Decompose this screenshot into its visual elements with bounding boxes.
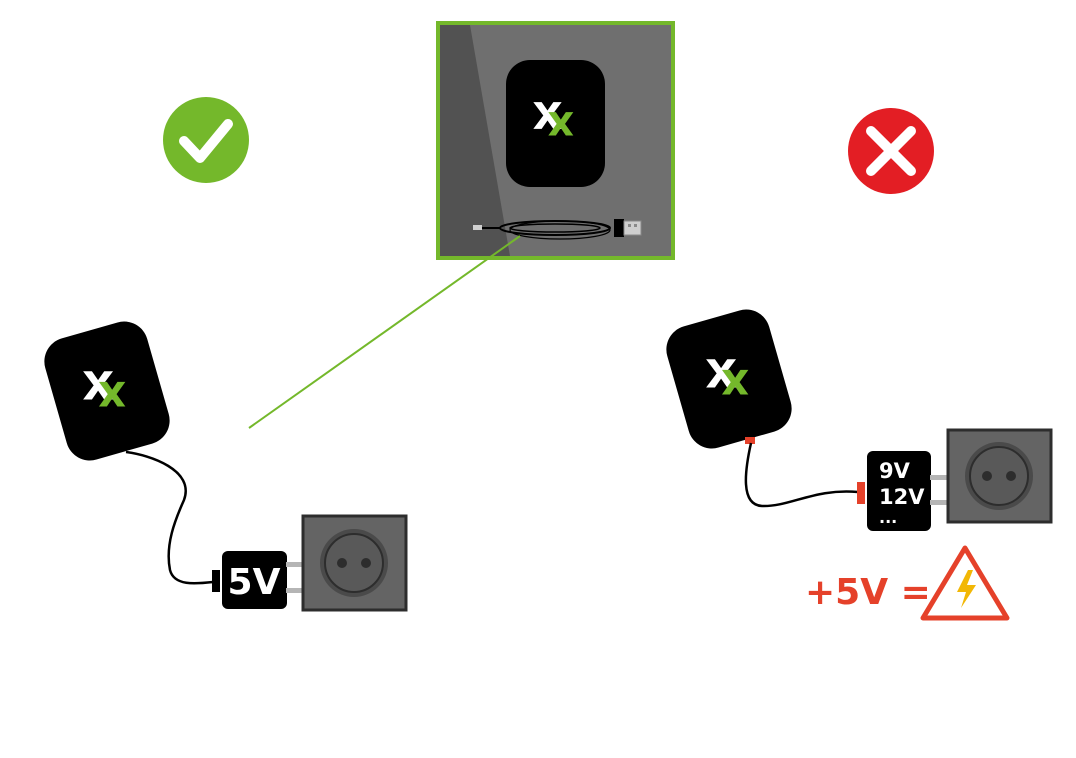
- pointer-line: [248, 235, 521, 429]
- right-adapter-line3: ...: [879, 508, 897, 527]
- box-charging-pad: [506, 60, 605, 187]
- checkmark-icon: [163, 97, 249, 183]
- left-adapter: 5V: [222, 551, 318, 609]
- left-cable-plug: [212, 570, 220, 592]
- right-wall-socket: [946, 428, 1053, 524]
- usb-cable-icon: [473, 219, 642, 240]
- right-charging-pad: [666, 309, 792, 449]
- cross-icon: [848, 108, 934, 194]
- left-charging-pad: [44, 321, 170, 461]
- left-adapter-label: 5V: [228, 562, 281, 603]
- high-voltage-warning-icon: [920, 545, 1010, 621]
- right-cable: [744, 442, 859, 508]
- left-wall-socket: [301, 514, 408, 612]
- product-box: [436, 21, 675, 260]
- right-pad-connector: [745, 437, 755, 444]
- right-cable-plug: [857, 482, 865, 504]
- right-adapter: 9V 12V ...: [867, 451, 962, 531]
- right-adapter-line2: 12V: [879, 485, 925, 509]
- left-cable: [125, 450, 214, 585]
- right-adapter-line1: 9V: [879, 459, 911, 483]
- warning-text: +5V =: [805, 572, 931, 613]
